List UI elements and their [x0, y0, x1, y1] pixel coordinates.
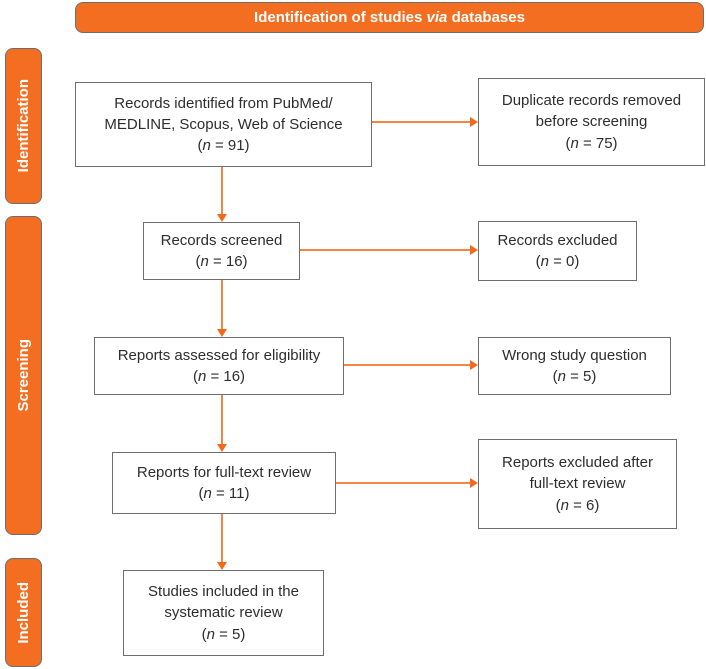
count-open: (	[192, 368, 198, 385]
box-reports-excluded: Reports excluded after full-text review …	[478, 439, 677, 529]
count-open: (	[197, 137, 203, 155]
arrow-down-icon	[217, 329, 227, 337]
count-open: (	[198, 485, 204, 502]
arrow-right-icon	[470, 245, 478, 255]
arrow-line	[221, 280, 223, 331]
stage-label-screening: Screening	[5, 216, 42, 535]
banner-title-before: Identification of studies	[254, 9, 427, 26]
box-count: (n = 6)	[556, 495, 600, 516]
banner-title-after: databases	[447, 9, 525, 26]
box-count: (n = 0)	[536, 251, 580, 272]
count-open: (	[535, 253, 541, 270]
count-open: (	[565, 134, 571, 152]
box-count: (n = 16)	[193, 366, 245, 387]
stage-label-text: Included	[15, 581, 32, 644]
arrow-line	[336, 482, 472, 484]
count-value: = 75)	[578, 134, 618, 152]
count-open: (	[201, 625, 207, 643]
count-value: = 5)	[214, 625, 246, 643]
arrow-line	[221, 167, 223, 216]
arrow-right-icon	[470, 478, 478, 488]
arrow-line	[344, 364, 472, 366]
count-n: n	[202, 137, 211, 155]
header-banner: Identification of studies via databases	[75, 2, 704, 33]
count-n: n	[557, 368, 566, 385]
count-value: = 16)	[208, 253, 248, 270]
arrow-line	[221, 395, 223, 446]
stage-label-identification: Identification	[5, 48, 42, 204]
box-text-line: Records excluded	[497, 231, 618, 249]
arrow-line	[372, 121, 472, 123]
arrow-right-icon	[470, 360, 478, 370]
count-n: n	[540, 253, 549, 270]
box-count: (n = 16)	[195, 251, 247, 272]
box-wrong-study-question: Wrong study question (n = 5)	[478, 337, 671, 395]
arrow-line	[300, 249, 472, 251]
count-n: n	[203, 485, 212, 502]
arrow-right-assessed-to-wrong-question	[344, 360, 478, 370]
stage-label-text: Screening	[15, 339, 32, 412]
arrow-right-screened-to-excluded	[300, 245, 478, 255]
box-count: (n = 91)	[197, 135, 249, 156]
box-studies-included: Studies included in the systematic revie…	[123, 570, 324, 656]
box-text-line: before screening	[535, 113, 648, 131]
box-text-line: MEDLINE, Scopus, Web of Science	[104, 115, 343, 133]
count-open: (	[195, 253, 201, 270]
box-text-line: Reports excluded after	[502, 454, 653, 472]
count-value: = 0)	[548, 253, 580, 270]
count-n: n	[206, 625, 215, 643]
arrow-down-icon	[217, 214, 227, 222]
count-n: n	[200, 253, 209, 270]
arrow-right-fulltext-to-reports-excluded	[336, 478, 478, 488]
arrow-down-icon	[217, 562, 227, 570]
box-text-line: Reports assessed for eligibility	[117, 346, 321, 364]
box-duplicates-removed: Duplicate records removed before screeni…	[478, 78, 705, 166]
count-n: n	[197, 368, 207, 385]
box-text-line: Records identified from PubMed/	[114, 94, 333, 112]
arrow-line	[221, 514, 223, 564]
box-text-line: Studies included in the	[148, 583, 299, 601]
banner-title: Identification of studies via databases	[254, 9, 525, 26]
arrow-down-screened-to-assessed	[217, 280, 227, 337]
box-text-line: Records screened	[160, 231, 283, 249]
count-open: (	[555, 496, 561, 514]
box-text-line: full-text review	[529, 475, 626, 493]
arrow-down-fulltext-to-included	[217, 514, 227, 570]
box-records-identified: Records identified from PubMed/ MEDLINE,…	[75, 82, 372, 167]
box-records-excluded: Records excluded (n = 0)	[478, 221, 637, 281]
box-text-line: Reports for full-text review	[136, 463, 312, 481]
arrow-down-icon	[217, 444, 227, 452]
count-value: = 6)	[568, 496, 600, 514]
box-count: (n = 5)	[553, 366, 597, 387]
box-text-line: systematic review	[164, 604, 283, 622]
box-count: (n = 75)	[565, 133, 617, 154]
count-value: = 5)	[565, 368, 597, 385]
count-n: n	[570, 134, 579, 152]
box-records-screened: Records screened (n = 16)	[143, 222, 300, 280]
banner-title-italic: via	[426, 9, 448, 26]
arrow-right-icon	[470, 117, 478, 127]
box-text-line: Wrong study question	[502, 346, 647, 364]
count-value: = 16)	[206, 368, 246, 385]
stage-label-text: Identification	[15, 79, 32, 173]
box-reports-assessed: Reports assessed for eligibility (n = 16…	[94, 337, 344, 395]
box-full-text-review: Reports for full-text review (n = 11)	[112, 452, 336, 514]
box-count: (n = 11)	[198, 483, 249, 504]
arrow-down-assessed-to-fulltext	[217, 395, 227, 452]
stage-label-included: Included	[5, 558, 42, 667]
count-n: n	[560, 496, 569, 514]
arrow-down-identified-to-screened	[217, 167, 227, 222]
count-value: = 11)	[211, 485, 250, 502]
arrow-right-identified-to-duplicates	[372, 117, 478, 127]
box-text-line: Duplicate records removed	[501, 92, 682, 110]
box-count: (n = 5)	[202, 624, 246, 645]
count-open: (	[552, 368, 558, 385]
count-value: = 91)	[210, 137, 250, 155]
